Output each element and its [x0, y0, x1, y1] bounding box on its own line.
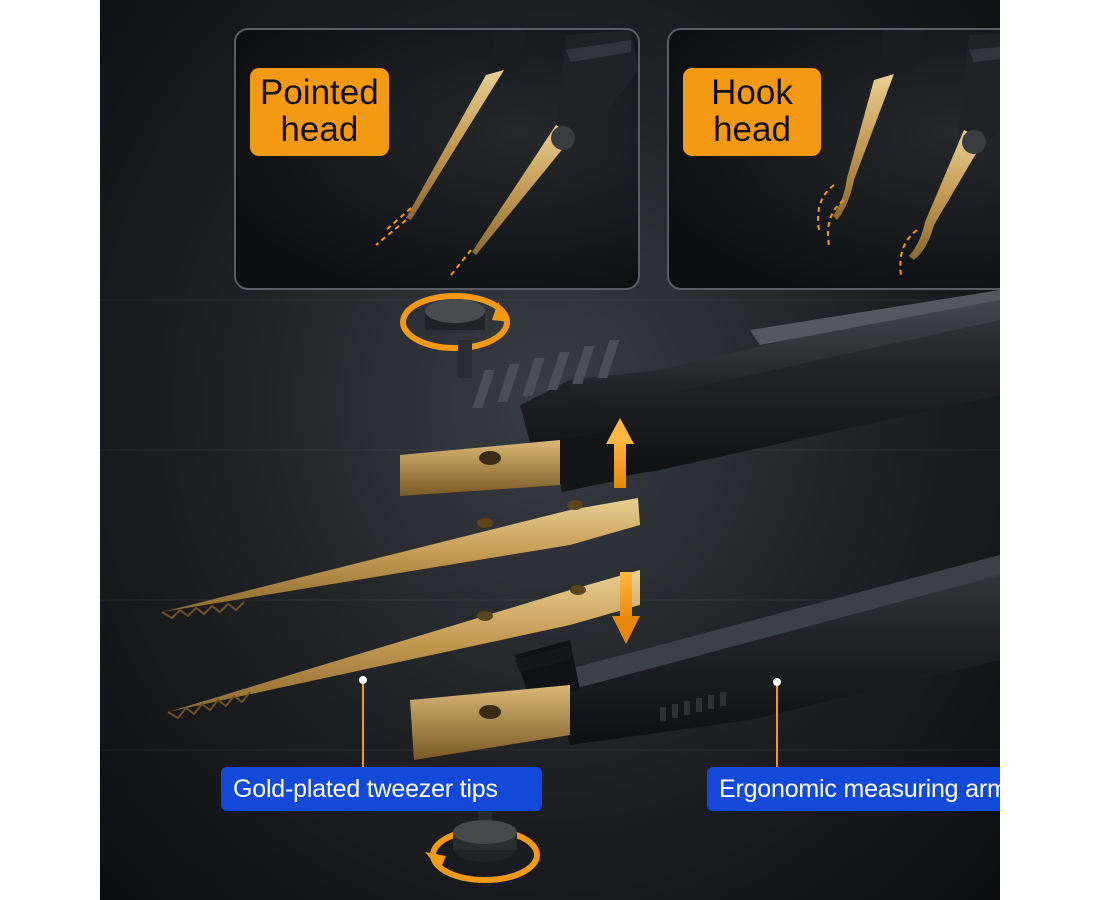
pointed-tip-closeup — [375, 30, 638, 276]
thumb-screw-icon — [400, 293, 510, 378]
upper-arm — [472, 290, 1000, 492]
gold-tips-label: Gold-plated tweezer tips — [221, 767, 542, 811]
pointed-head-inset: Pointed head — [234, 28, 640, 290]
down-arrow-icon — [612, 572, 640, 644]
product-image: Pointed head Hook head Gold-plated tweez… — [100, 0, 1000, 900]
callout-line-arm — [773, 678, 781, 767]
up-arrow-icon — [606, 418, 634, 488]
hook-head-label: Hook head — [683, 68, 821, 156]
lower-arm — [515, 555, 1000, 745]
lower-tip — [167, 570, 640, 720]
pointed-head-label: Pointed head — [250, 68, 389, 156]
upper-tip — [161, 498, 640, 620]
rotate-arrow-icon — [492, 302, 510, 322]
tweezer-scene — [100, 290, 1000, 883]
rotate-arrow-icon — [425, 852, 446, 870]
callout-line-tips — [359, 676, 367, 767]
measuring-arm-label: Ergonomic measuring arm — [707, 767, 1000, 811]
thumb-screw-icon — [430, 786, 540, 883]
hook-head-inset: Hook head — [667, 28, 1000, 290]
hook-tip-closeup — [817, 30, 1000, 276]
